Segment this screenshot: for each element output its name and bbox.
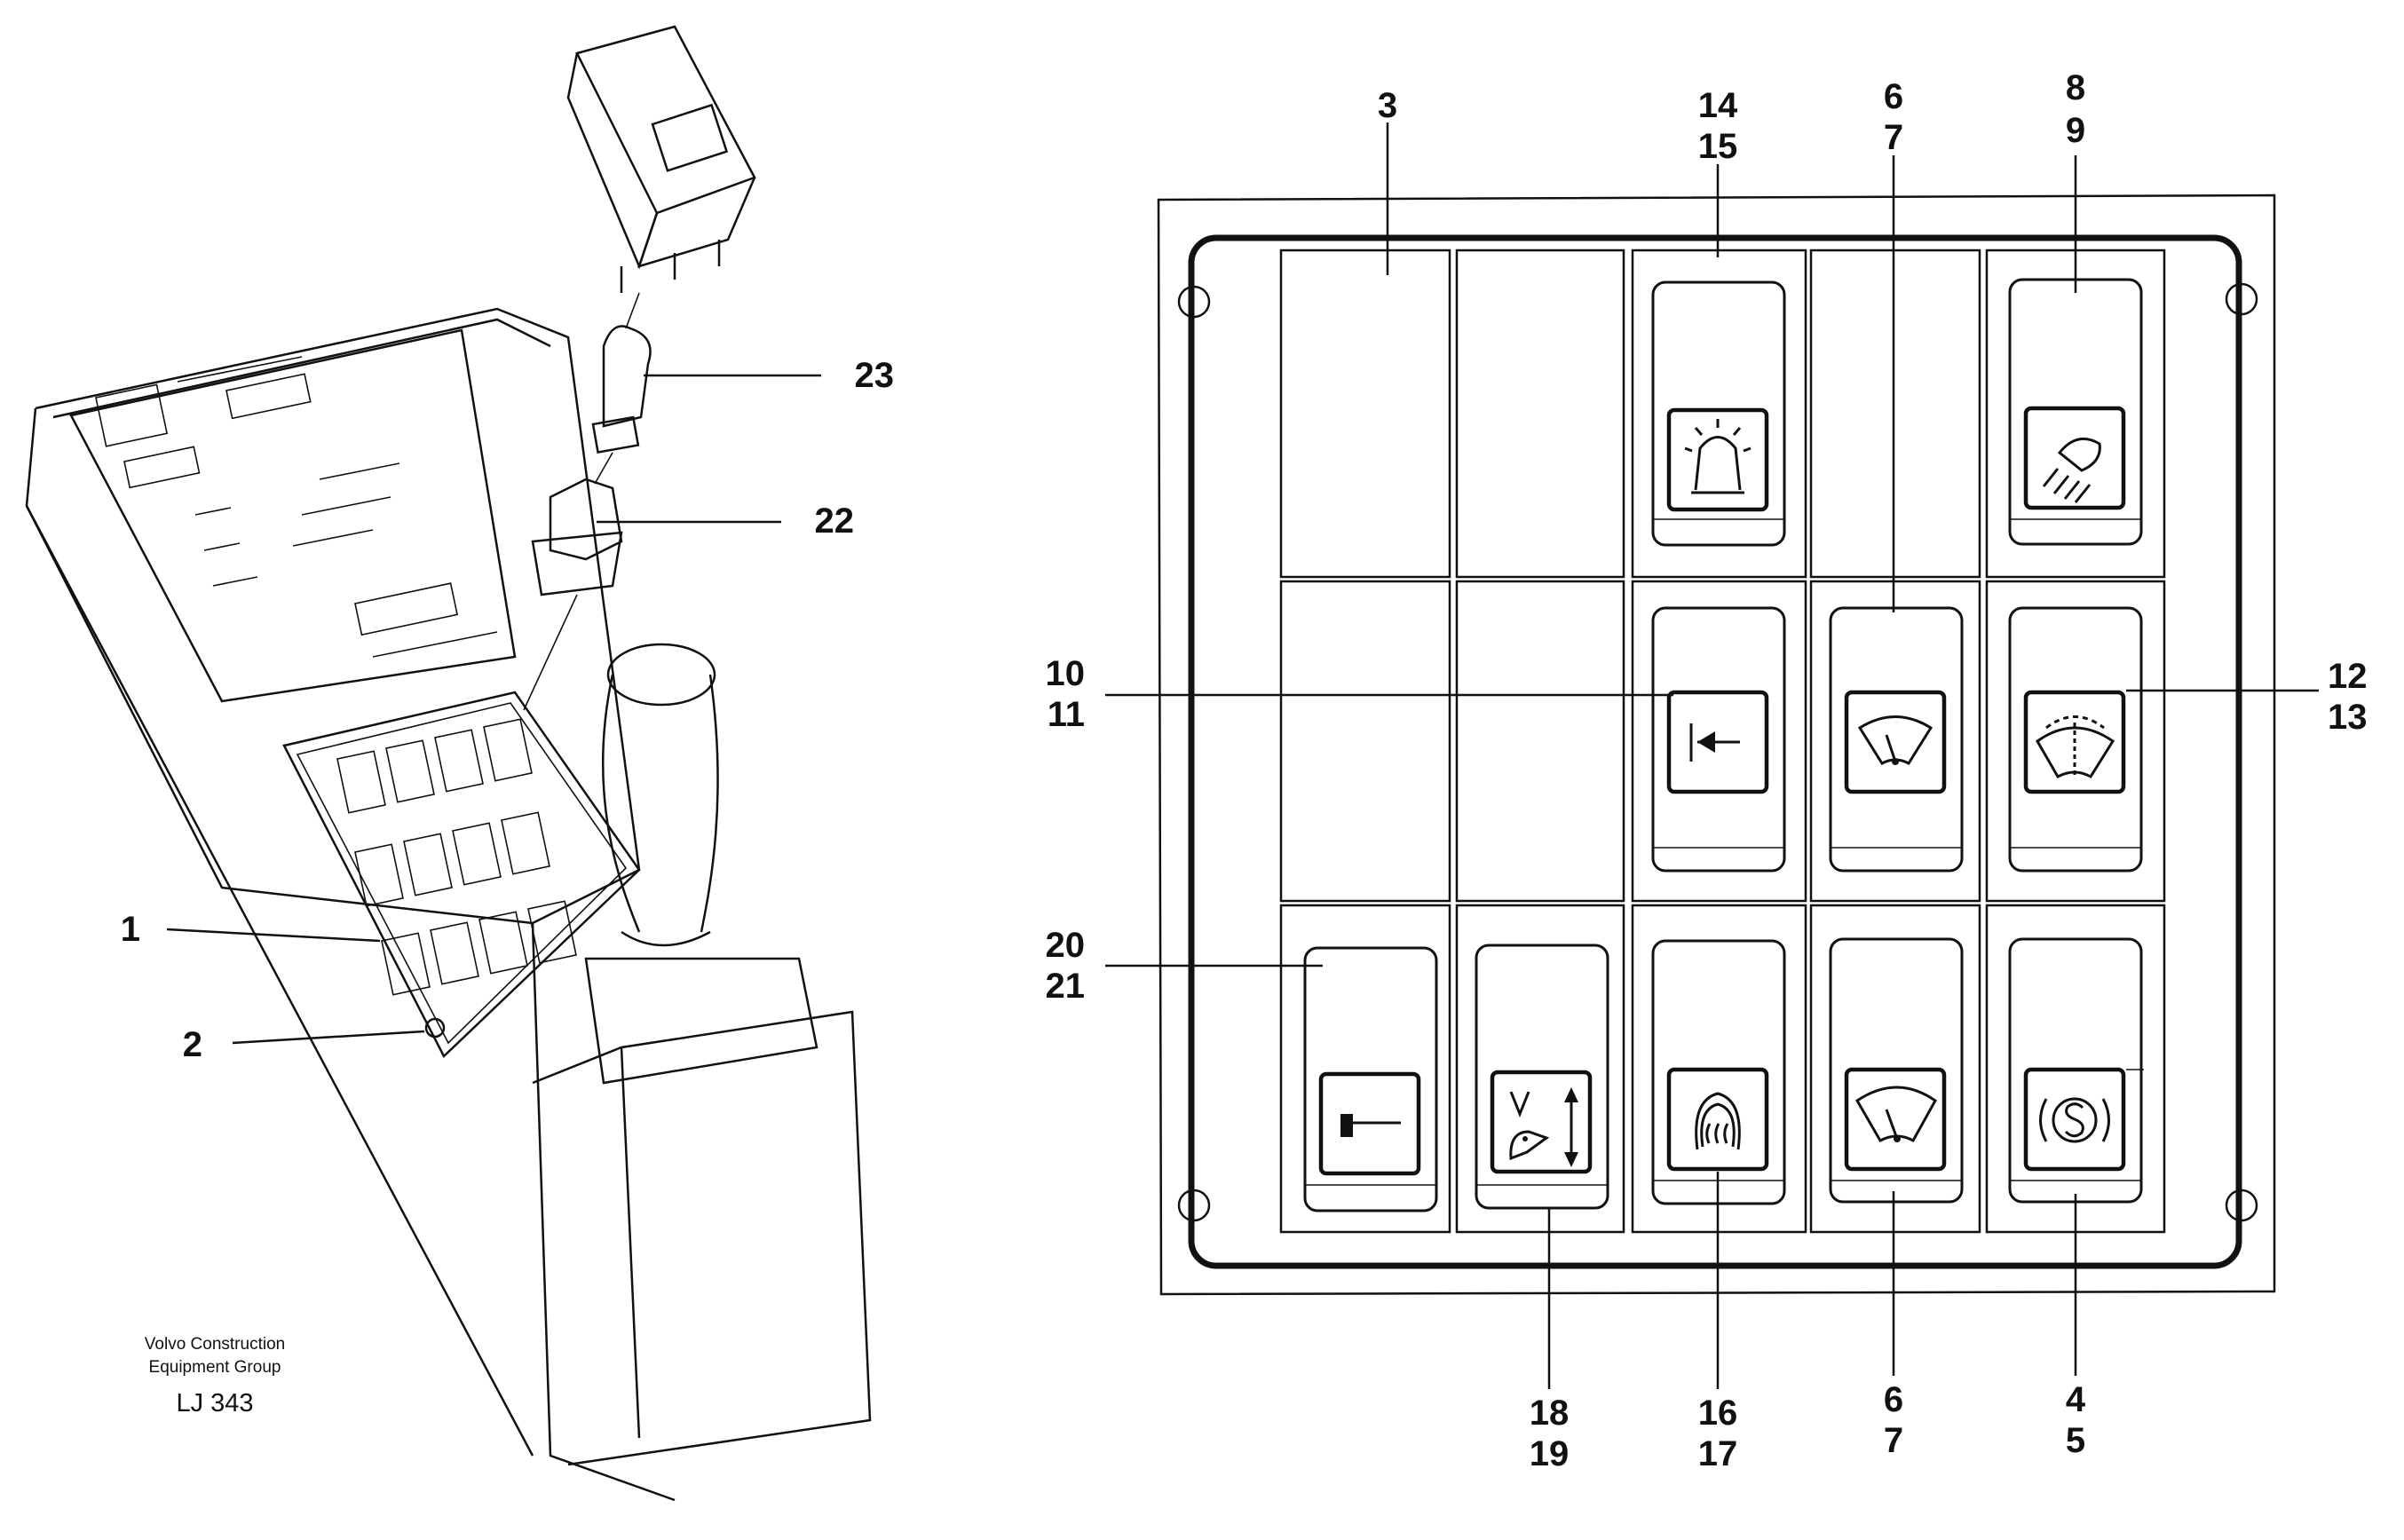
callout-11: 11 bbox=[1048, 695, 1085, 734]
callout-13: 13 bbox=[2328, 698, 2368, 737]
switch-parking-brake[interactable] bbox=[2008, 937, 2143, 1204]
callout-7-top: 7 bbox=[1884, 118, 1903, 157]
callout-15: 15 bbox=[1698, 127, 1738, 166]
boom-float-icon bbox=[1509, 1087, 1578, 1167]
callout-10: 10 bbox=[1046, 654, 1086, 693]
arrow-to-bar-icon bbox=[1689, 723, 1740, 762]
callout-4: 4 bbox=[2066, 1380, 2086, 1419]
callout-19: 19 bbox=[1530, 1434, 1570, 1473]
callout-8: 8 bbox=[2066, 68, 2085, 107]
parking-brake-icon bbox=[2039, 1097, 2110, 1143]
caption-company-line2: Equipment Group bbox=[149, 1358, 281, 1377]
switch-work-light[interactable] bbox=[2008, 278, 2143, 546]
callout-21: 21 bbox=[1046, 967, 1086, 1006]
hammer-icon bbox=[1340, 1114, 1401, 1137]
callout-20: 20 bbox=[1046, 926, 1086, 965]
work-light-icon bbox=[2042, 437, 2101, 503]
callout-9: 9 bbox=[2066, 111, 2085, 150]
callout-7-bottom: 7 bbox=[1884, 1421, 1903, 1460]
callout-12: 12 bbox=[2328, 657, 2368, 696]
callout-17: 17 bbox=[1698, 1434, 1738, 1473]
caption-drawing-code: LJ 343 bbox=[176, 1389, 253, 1418]
wiper-icon bbox=[1857, 715, 1933, 765]
beacon-light-icon bbox=[1684, 419, 1752, 494]
callout-6-top: 6 bbox=[1884, 77, 1903, 116]
callout-2: 2 bbox=[183, 1025, 202, 1064]
console-illustration bbox=[25, 25, 872, 1502]
switch-boom-float[interactable] bbox=[1475, 944, 1609, 1210]
switch-front-wiper[interactable] bbox=[1829, 606, 1964, 873]
intermittent-wiper-icon bbox=[2036, 715, 2115, 779]
switch-rear-defrost[interactable] bbox=[1651, 939, 1786, 1205]
switch-rear-wiper[interactable] bbox=[1829, 937, 1964, 1204]
callout-18: 18 bbox=[1530, 1394, 1570, 1433]
callout-3: 3 bbox=[1378, 86, 1397, 125]
callout-6-bottom: 6 bbox=[1884, 1380, 1903, 1419]
callout-1: 1 bbox=[121, 910, 140, 949]
callout-16: 16 bbox=[1698, 1394, 1738, 1433]
switch-beacon[interactable] bbox=[1651, 280, 1786, 547]
switch-return-to-dig[interactable] bbox=[1651, 606, 1786, 873]
switch-hammer[interactable] bbox=[1303, 946, 1438, 1212]
rear-window-defrost-icon bbox=[1695, 1092, 1741, 1150]
callout-23: 23 bbox=[855, 356, 895, 395]
callout-22: 22 bbox=[815, 501, 855, 541]
callout-14: 14 bbox=[1698, 86, 1738, 125]
callout-5: 5 bbox=[2066, 1421, 2085, 1460]
caption-company-line1: Volvo Construction bbox=[145, 1335, 285, 1354]
panel-leader-lines bbox=[1105, 122, 2319, 1389]
wiper-icon bbox=[1854, 1086, 1937, 1143]
